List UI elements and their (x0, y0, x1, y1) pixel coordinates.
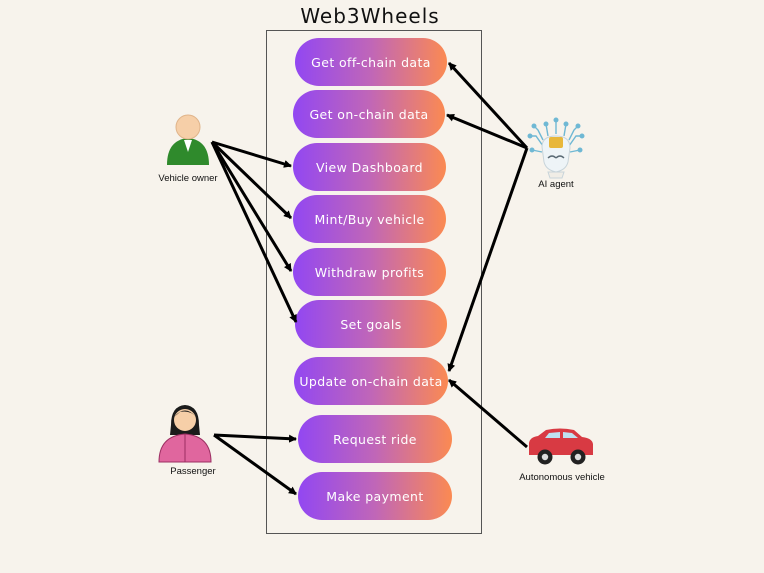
usecase-set-goals[interactable]: Set goals (295, 300, 447, 348)
actor-label-vehicle-owner: Vehicle owner (158, 173, 218, 184)
assoc-ai-offchain (447, 61, 529, 150)
assoc-owner-view-dashboard (211, 140, 292, 168)
usecase-request-ride[interactable]: Request ride (298, 415, 452, 463)
actor-label-ai-agent: AI agent (538, 179, 574, 190)
ai-agent-head (541, 135, 571, 179)
actor-label-autonomous-vehicle: Autonomous vehicle (519, 472, 605, 483)
ai-agent-icon (527, 117, 585, 153)
assoc-ai-onchain (446, 113, 528, 150)
vehicle-owner-icon (167, 114, 209, 165)
usecase-view-dashboard[interactable]: View Dashboard (293, 143, 446, 191)
usecase-make-payment[interactable]: Make payment (298, 472, 452, 520)
assoc-owner-mint-buy (210, 140, 293, 220)
assoc-passenger-request-ride (213, 433, 297, 443)
usecase-get-onchain-data[interactable]: Get on-chain data (293, 90, 445, 138)
usecase-withdraw-profits[interactable]: Withdraw profits (293, 248, 446, 296)
assoc-ai-update (447, 147, 529, 372)
usecase-get-offchain-data[interactable]: Get off-chain data (295, 38, 447, 86)
car-icon (529, 428, 593, 465)
usecase-mint-buy-vehicle[interactable]: Mint/Buy vehicle (293, 195, 446, 243)
assoc-owner-withdraw (210, 141, 293, 272)
assoc-passenger-payment (213, 433, 297, 496)
assoc-vehicle-update (448, 378, 528, 449)
assoc-owner-set-goals (210, 141, 298, 323)
diagram-title: Web3Wheels (300, 4, 440, 28)
usecase-update-onchain-data[interactable]: Update on-chain data (294, 357, 448, 405)
actor-label-passenger: Passenger (170, 466, 216, 477)
passenger-icon (158, 405, 212, 463)
